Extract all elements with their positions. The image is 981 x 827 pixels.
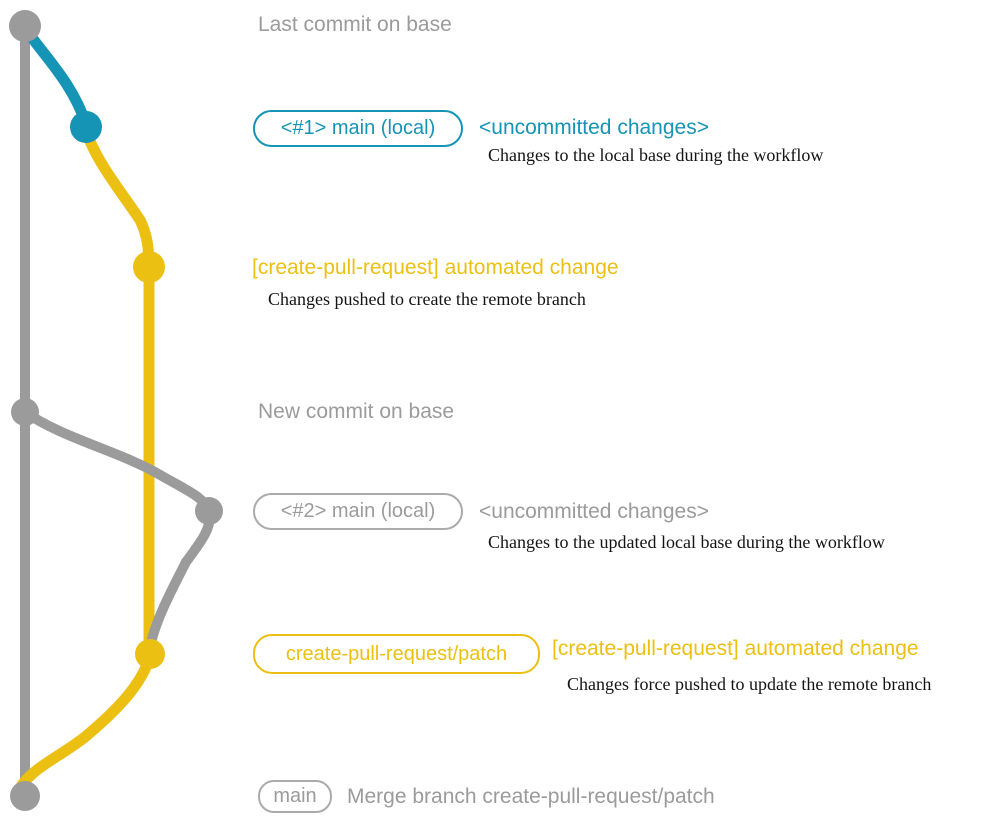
commit-node-local-2	[195, 497, 223, 525]
branch-badge-patch-label: create-pull-request/patch	[285, 642, 508, 665]
commit-node-new-base	[11, 398, 39, 426]
branch-badge-main-label: main	[273, 785, 317, 807]
branch-badge-main-local-1: <#1> main (local)	[253, 110, 463, 147]
branch-badge-patch: create-pull-request/patch	[253, 634, 540, 674]
push-description: Changes pushed to create the remote bran…	[268, 289, 586, 309]
branch-badge-main-local-1-label: <#1> main (local)	[280, 117, 436, 139]
branch-badge-main-local-2: <#2> main (local)	[253, 493, 463, 530]
patch-branch-line	[80, 124, 155, 660]
force-push-description: Changes force pushed to update the remot…	[567, 674, 932, 694]
commit-node-last-base	[9, 10, 41, 42]
uncommitted-changes-heading-2: <uncommitted changes>	[479, 500, 709, 523]
local-changes-curve-2	[20, 407, 215, 653]
automated-change-heading-2: [create-pull-request] automated change	[552, 637, 919, 660]
commit-node-merge	[10, 781, 40, 811]
commit-node-local-1	[70, 111, 102, 143]
local-changes-curve-1	[19, 22, 92, 130]
uncommitted-changes-heading-1: <uncommitted changes>	[479, 116, 709, 139]
local-changes-description-2: Changes to the updated local base during…	[488, 532, 885, 552]
merge-curve	[14, 650, 156, 794]
last-commit-title: Last commit on base	[258, 13, 452, 36]
automated-change-heading-1: [create-pull-request] automated change	[252, 256, 619, 279]
commit-node-patch-create	[133, 251, 165, 283]
branch-badge-main: main	[258, 780, 332, 813]
merge-message: Merge branch create-pull-request/patch	[347, 785, 715, 808]
branch-badge-main-local-2-label: <#2> main (local)	[280, 500, 436, 522]
commit-node-patch-update	[135, 639, 165, 669]
local-changes-description-1: Changes to the local base during the wor…	[488, 145, 824, 165]
new-commit-title: New commit on base	[258, 400, 455, 423]
